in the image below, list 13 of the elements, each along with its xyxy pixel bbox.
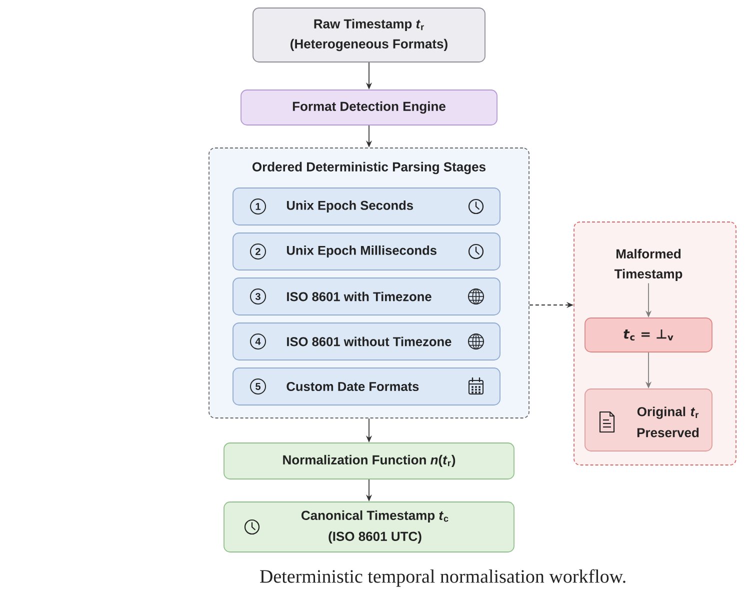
number-badge: 2 (250, 244, 266, 260)
number-badge: 3 (250, 288, 266, 304)
caption: Deterministic temporal normalisation workflow. (260, 569, 626, 587)
process-box: t$_{c}$ = ⊥$_{v}$ (584, 318, 712, 352)
output-box: Original t$_{r}$ Preserved (584, 388, 712, 452)
process-box: Normalization Function n(t$_{r}$) (224, 442, 514, 480)
process-box: Raw Timestamp t$_{r}$ (Heterogeneous Formats) (252, 8, 486, 62)
number-badge: 5 (250, 378, 266, 394)
number-badge: 1 (250, 198, 266, 214)
output-box: Canonical Timestamp t$_{c}$ (ISO 8601 UTC) (224, 502, 514, 552)
text-label: Malformed Timestamp (614, 248, 682, 282)
number-badge: 4 (250, 334, 266, 350)
process-box: Format Detection Engine (240, 90, 498, 126)
